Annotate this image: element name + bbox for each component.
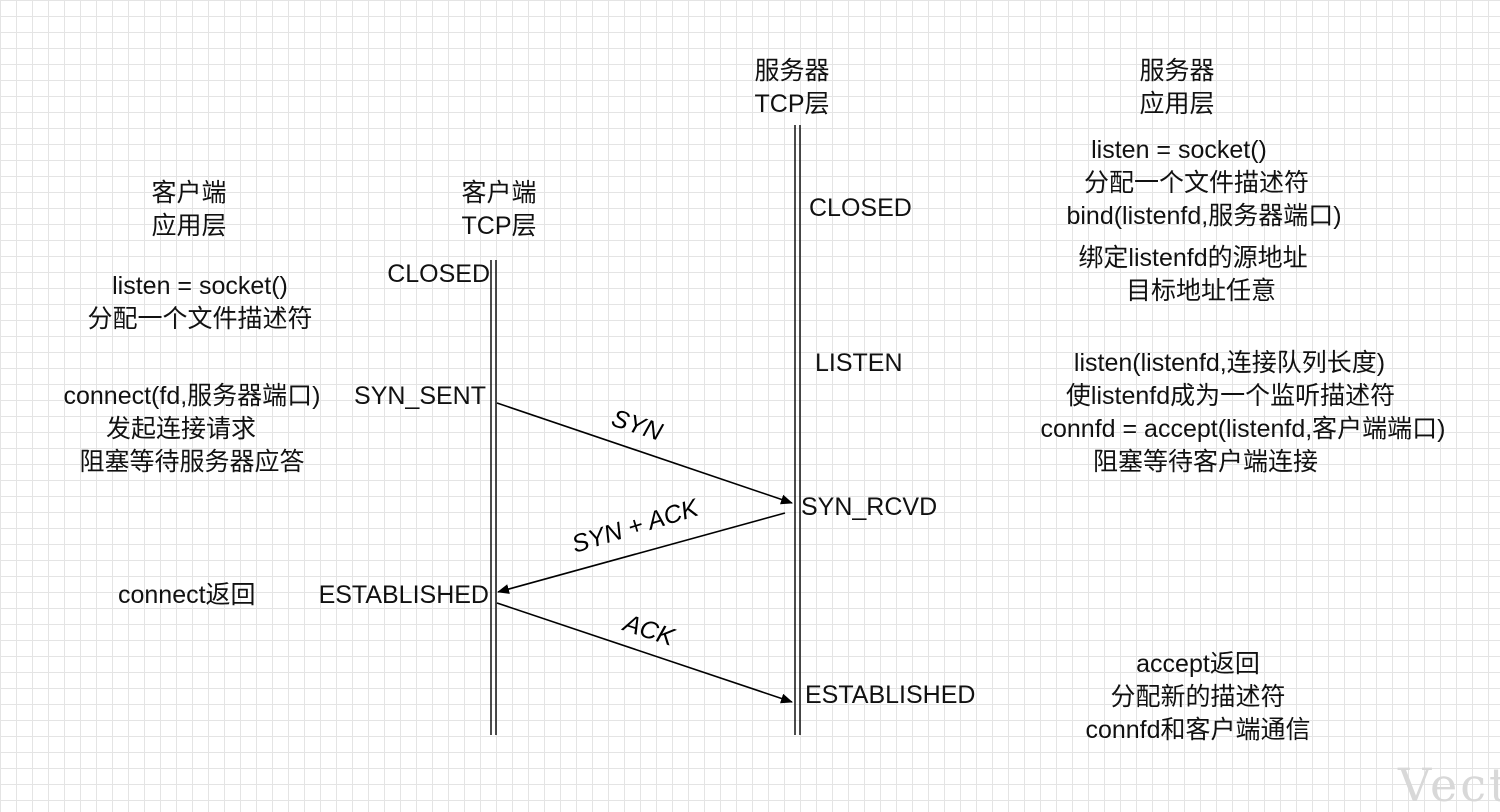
server-state-syn-rcvd: SYN_RCVD: [801, 493, 938, 521]
header-client-app: 客户端应用层: [151, 179, 227, 240]
server-socket-bind-note: listen = socket() 分配一个文件描述符 bind(listenf…: [1066, 136, 1342, 230]
server-state-closed: CLOSED: [809, 194, 912, 222]
server-listen-accept-note: listen(listenfd,连接队列长度) 使listenfd成为一个监听描…: [1040, 349, 1446, 476]
client-connect-returned: connect返回: [118, 581, 256, 609]
ack-arrow: [496, 602, 793, 704]
client-state-established: ESTABLISHED: [318, 581, 489, 609]
syn-ack-label: SYN + ACK: [569, 493, 703, 558]
client-state-syn-sent: SYN_SENT: [354, 382, 486, 410]
ack-label: ACK: [618, 608, 679, 652]
client-connect-note: connect(fd,服务器端口) 发起连接请求 阻塞等待服务器应答: [63, 382, 321, 476]
syn-label: SYN: [608, 404, 666, 447]
syn-arrow: [496, 402, 793, 505]
server-state-established: ESTABLISHED: [805, 681, 976, 709]
server-state-listen: LISTEN: [815, 349, 903, 377]
server-accept-return-note: accept返回 分配新的描述符 connfd和客户端通信: [1085, 650, 1311, 744]
watermark: Vect: [1398, 758, 1500, 812]
syn-ack-arrow: [497, 512, 786, 594]
header-server-app: 服务器应用层: [1139, 57, 1215, 118]
client-socket-note: listen = socket()分配一个文件描述符: [87, 272, 313, 333]
server-bind-desc: 绑定listenfd的源地址目标地址任意: [1078, 244, 1308, 305]
client-state-closed: CLOSED: [387, 260, 490, 288]
